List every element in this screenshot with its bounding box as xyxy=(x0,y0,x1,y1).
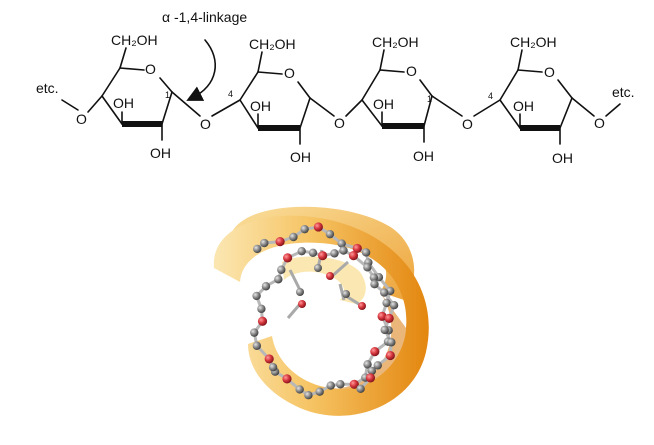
oxygen-atom xyxy=(365,373,376,383)
carbon-atom xyxy=(252,291,261,301)
oh-label: OH xyxy=(113,95,134,111)
carbon-atom xyxy=(339,246,348,255)
carbon-atom xyxy=(314,264,322,272)
glucose-ring-1: CH₂OH O OH OH 1 xyxy=(101,32,173,161)
carbon-atom xyxy=(326,381,335,390)
linkage-arrow xyxy=(186,39,216,101)
carbon-atom xyxy=(379,288,389,297)
oxygen-atom xyxy=(282,374,292,384)
carbon-atom xyxy=(380,325,389,335)
ring-oxygen: O xyxy=(406,63,417,79)
amylose-helix-model xyxy=(213,206,429,416)
oxygen-atom xyxy=(264,354,274,364)
carbon-atom xyxy=(330,249,339,258)
oxygen-atom xyxy=(313,222,323,232)
oxygen-atom xyxy=(385,350,395,361)
carbon-atom xyxy=(252,341,262,350)
carbon-4-label: 4 xyxy=(488,91,493,101)
oxygen-atom xyxy=(349,379,359,389)
glycosidic-oxygen: O xyxy=(200,116,211,132)
carbon-1-label: 1 xyxy=(427,94,432,104)
linkage-label: α -1,4-linkage xyxy=(162,9,247,25)
carbon-atom xyxy=(356,384,365,393)
carbon-atom xyxy=(325,229,335,239)
oxygen-atom xyxy=(275,237,285,247)
carbon-atom xyxy=(387,338,396,347)
ch2oh-label: CH₂OH xyxy=(111,32,158,48)
glycosidic-oxygen-left: O xyxy=(76,111,87,127)
carbon-atom xyxy=(337,239,346,248)
carbon-4-label: 4 xyxy=(228,89,233,99)
oh-label: OH xyxy=(373,96,394,112)
oxygen-atom xyxy=(377,311,387,321)
helix-ribbon-front xyxy=(213,215,429,416)
carbon-atom xyxy=(363,360,372,369)
etc-left-label: etc. xyxy=(36,80,59,96)
helix-side-bond xyxy=(338,283,346,301)
carbon-atom xyxy=(361,248,371,257)
oh-label: OH xyxy=(413,148,434,164)
oh-label: OH xyxy=(250,98,271,114)
carbon-atom xyxy=(297,246,306,256)
glucose-ring-2: CH₂OH O OH OH 4 xyxy=(228,36,311,165)
oxygen-atom xyxy=(384,313,394,323)
ch2oh-label: CH₂OH xyxy=(372,34,419,50)
helix-ribbon-shadow xyxy=(318,292,406,390)
ring-oxygen: O xyxy=(284,65,295,81)
oxygen-atom xyxy=(283,253,293,263)
carbon-1-label: 1 xyxy=(165,90,170,100)
carbon-atom xyxy=(373,361,382,370)
glucose-ring-4: CH₂OH O OH OH 4 xyxy=(488,34,573,166)
carbon-atom xyxy=(336,380,345,389)
ring-oxygen: O xyxy=(544,64,555,80)
carbon-atom xyxy=(277,265,286,274)
carbon-atom xyxy=(342,290,350,298)
helix-side-bond xyxy=(286,303,302,319)
carbon-atom xyxy=(296,288,304,296)
carbon-atom xyxy=(257,304,266,314)
glucose-chain-structure: α -1,4-linkage etc. O CH₂OH O OH OH 1 O xyxy=(36,9,635,166)
carbon-atom xyxy=(363,263,372,272)
carbon-atom xyxy=(308,248,318,258)
oh-label: OH xyxy=(552,150,573,166)
carbon-atom xyxy=(382,298,391,308)
carbon-atom xyxy=(295,385,304,394)
carbon-atom xyxy=(274,275,283,284)
oh-label: OH xyxy=(513,98,534,114)
carbon-atom xyxy=(300,224,309,234)
ch2oh-label: CH₂OH xyxy=(249,36,296,52)
oxygen-atom xyxy=(348,250,359,261)
helix-atoms xyxy=(250,222,399,400)
carbon-atom xyxy=(370,279,379,289)
oxygen-atom xyxy=(370,347,380,357)
oxygen-atom xyxy=(298,300,306,308)
carbon-atom xyxy=(315,387,324,396)
oh-label: OH xyxy=(150,145,171,161)
oxygen-atom xyxy=(358,302,366,310)
ch2oh-label: CH₂OH xyxy=(510,34,557,50)
oh-label: OH xyxy=(290,149,311,165)
carbon-atom xyxy=(367,366,377,376)
carbon-atom xyxy=(268,363,278,372)
carbon-atom xyxy=(260,238,269,248)
helix-side-bond xyxy=(288,269,302,291)
glucose-ring-3: CH₂OH O OH OH 1 xyxy=(361,34,434,164)
oxygen-atom xyxy=(257,316,268,326)
glycosidic-oxygen: O xyxy=(462,116,473,132)
ring-oxygen: O xyxy=(145,61,156,77)
carbon-atom xyxy=(289,232,298,242)
carbon-atom xyxy=(261,282,271,291)
carbon-atom xyxy=(250,328,259,337)
glycosidic-oxygen-right: O xyxy=(594,115,605,131)
oxygen-atom xyxy=(326,272,334,280)
oxygen-atom xyxy=(352,243,362,254)
carbon-atom xyxy=(253,244,262,254)
carbon-atom xyxy=(389,301,399,310)
glycosidic-oxygen: O xyxy=(334,115,345,131)
oxygen-atom xyxy=(318,251,328,261)
carbon-atom xyxy=(369,273,379,282)
carbon-atom xyxy=(304,391,313,400)
etc-right-label: etc. xyxy=(612,84,635,100)
